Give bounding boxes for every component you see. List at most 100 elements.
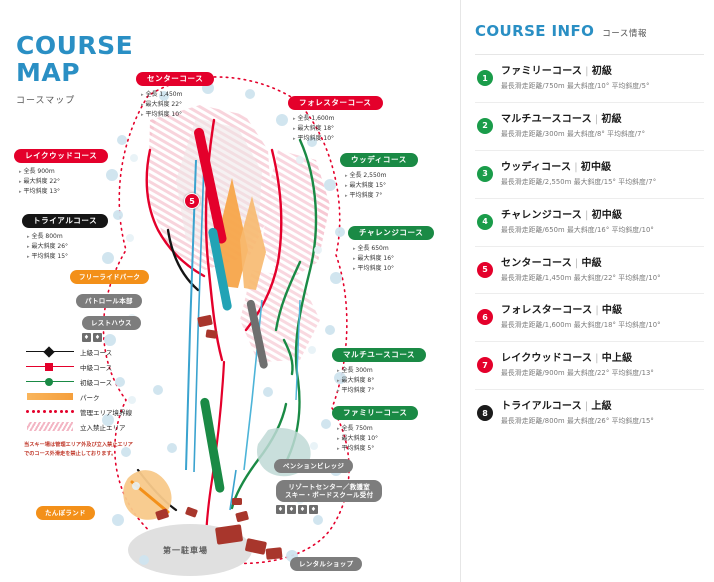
spec-length: 全長 1,450m: [141, 90, 214, 100]
course-list-item[interactable]: 5 センターコース|中級 最長滑走距離/1,450m 最大斜度/22° 平均斜度…: [475, 247, 704, 295]
facility-rest-house[interactable]: レストハウス ♦ ♦: [82, 310, 141, 343]
course-title-separator: |: [594, 113, 599, 125]
facility-patrol-hq-label: パトロール本部: [76, 294, 142, 309]
legend-label-beginner: 初級コース: [80, 378, 113, 387]
spec-length: 全長 800m: [27, 232, 108, 242]
legend-item-no-entry: 立入禁止エリア: [24, 419, 134, 434]
legend-symbol-red-square-icon: [24, 362, 76, 371]
legend-symbol-dotted-line-icon: [24, 410, 76, 413]
course-title-row: ウッディコース|初中級: [501, 161, 702, 175]
legend-symbol-green-circle-icon: [24, 377, 76, 386]
map-callout-trial-course-label: トライアルコース: [22, 214, 109, 228]
legend-item-intermediate: 中級コース: [24, 359, 134, 374]
map-panel: COURSE MAP コースマップ センターコース 全長 1,450m 最大斜度…: [0, 0, 460, 582]
map-title-en-line2: MAP: [16, 58, 81, 87]
legend-symbol-hatch-icon: [24, 422, 76, 431]
spec-max-slope: 最大斜度 18°: [293, 124, 383, 134]
facility-pension-village-label: ペンションビレッジ: [274, 459, 354, 474]
spec-max-slope: 最大斜度 22°: [19, 177, 108, 187]
facility-tanpo-land[interactable]: たんぽランド: [36, 500, 95, 521]
map-callout-challenge-course-label: チャレンジコース: [348, 226, 435, 240]
course-info-panel: COURSE INFO コース情報 1 ファミリーコース|初級 最長滑走距離/7…: [460, 0, 714, 582]
course-spec: 最長滑走距離/900m 最大斜度/22° 平均斜度/13°: [501, 369, 654, 378]
course-title-row: ファミリーコース|初級: [501, 65, 702, 79]
spec-max-slope: 最大斜度 16°: [353, 254, 434, 264]
course-title-separator: |: [574, 257, 579, 269]
course-spec: 最長滑走距離/300m 最大斜度/8° 平均斜度/7°: [501, 129, 646, 138]
course-title-separator: |: [585, 209, 589, 221]
facility-freeride-park[interactable]: フリーライドパーク: [70, 264, 150, 285]
legend-label-intermediate: 中級コース: [80, 363, 113, 372]
course-body: フォレスターコース|中級 最長滑走距離/1,600m 最大斜度/18° 平均斜度…: [501, 304, 702, 332]
course-level: 初級: [601, 113, 622, 125]
course-list-item[interactable]: 4 チャレンジコース|初中級 最長滑走距離/650m 最大斜度/16° 平均斜度…: [475, 199, 704, 247]
course-level: 初級: [591, 66, 613, 77]
course-spec: 最長滑走距離/800m 最大斜度/26° 平均斜度/15°: [501, 417, 654, 426]
map-callout-trial-course[interactable]: トライアルコース 全長 800m 最大斜度 26° 平均斜度 15°: [22, 208, 109, 261]
map-callout-woody-course[interactable]: ウッディコース 全長 2,550m 最大斜度 15° 平均斜度 7°: [340, 147, 418, 200]
facility-rental-shop[interactable]: レンタルショップ: [290, 551, 363, 572]
map-callout-multiuse-course[interactable]: マルチユースコース 全長 300m 最大斜度 8° 平均斜度 7°: [332, 342, 427, 395]
course-number-badge: 4: [477, 213, 493, 230]
course-list-item[interactable]: 8 トライアルコース|上級 最長滑走距離/800m 最大斜度/26° 平均斜度/…: [475, 390, 704, 437]
facility-tanpo-land-label: たんぽランド: [36, 506, 95, 521]
legend-label-advanced: 上級コース: [80, 348, 113, 357]
map-callout-challenge-course[interactable]: チャレンジコース 全長 650m 最大斜度 16° 平均斜度 10°: [348, 220, 435, 273]
course-name: フォレスターコース: [501, 305, 593, 317]
spec-length: 全長 900m: [19, 167, 108, 177]
map-callout-family-course[interactable]: ファミリーコース 全長 750m 最大斜度 10° 平均斜度 5°: [332, 400, 419, 453]
course-list-item[interactable]: 3 ウッディコース|初中級 最長滑走距離/2,550m 最大斜度/15° 平均斜…: [475, 151, 704, 199]
map-callout-center-course[interactable]: センターコース 全長 1,450m 最大斜度 22° 平均斜度 10°: [136, 66, 215, 119]
map-marker-course-5[interactable]: 5: [184, 193, 200, 209]
spec-length: 全長 750m: [337, 424, 418, 434]
legend-symbol-orange-swatch-icon: [24, 393, 76, 400]
map-callout-lakewood-course-specs: 全長 900m 最大斜度 22° 平均斜度 13°: [14, 167, 108, 196]
course-list-item[interactable]: 6 フォレスターコース|中級 最長滑走距離/1,600m 最大斜度/18° 平均…: [475, 294, 704, 343]
course-body: マルチユースコース|初級 最長滑走距離/300m 最大斜度/8° 平均斜度/7°: [501, 113, 702, 141]
course-list-item[interactable]: 7 レイクウッドコース|中上級 最長滑走距離/900m 最大斜度/22° 平均斜…: [475, 342, 704, 391]
course-title-row: フォレスターコース|中級: [501, 304, 702, 318]
course-title-separator: |: [595, 305, 599, 317]
course-title-row: レイクウッドコース|中上級: [501, 352, 702, 366]
restaurant-icon: ♦: [93, 333, 102, 343]
course-spec: 最長滑走距離/750m 最大斜度/10° 平均斜度/5°: [501, 82, 650, 90]
course-name: レイクウッドコース: [501, 353, 593, 365]
course-name: センターコース: [501, 257, 572, 269]
course-level: 上級: [591, 401, 612, 413]
course-number-badge: 7: [477, 357, 493, 374]
map-callout-lakewood-course[interactable]: レイクウッドコース 全長 900m 最大斜度 22° 平均斜度 13°: [14, 143, 109, 196]
legend-label-park: パーク: [80, 393, 100, 402]
facility-resort-center-icons: ♦ ♦ ♦ ♦: [276, 505, 382, 515]
ski-school-icon: ♦: [298, 505, 307, 515]
facility-pension-village[interactable]: ペンションビレッジ: [274, 453, 354, 474]
spec-max-slope: 最大斜度 26°: [27, 242, 108, 252]
facility-resort-center[interactable]: リゾートセンター／救護室 スキー・ボードスクール受付 ♦ ♦ ♦ ♦: [276, 480, 383, 515]
facility-rental-shop-label: レンタルショップ: [290, 557, 363, 572]
map-callout-multiuse-course-specs: 全長 300m 最大斜度 8° 平均斜度 7°: [332, 366, 426, 395]
map-callout-forester-course-label: フォレスターコース: [288, 96, 383, 110]
course-body: レイクウッドコース|中上級 最長滑走距離/900m 最大斜度/22° 平均斜度/…: [501, 352, 702, 380]
spec-length: 全長 1,600m: [293, 114, 383, 124]
facility-freeride-park-label: フリーライドパーク: [70, 270, 150, 285]
spec-avg-slope: 平均斜度 15°: [27, 252, 108, 262]
course-list-item[interactable]: 1 ファミリーコース|初級 最長滑走距離/750m 最大斜度/10° 平均斜度/…: [475, 55, 704, 103]
course-name: トライアルコース: [501, 401, 582, 413]
course-level: 初中級: [580, 161, 612, 173]
facility-resort-center-label: リゾートセンター／救護室 スキー・ボードスクール受付: [276, 480, 383, 503]
course-title-row: センターコース|中級: [501, 257, 702, 271]
spec-avg-slope: 平均斜度 10°: [293, 134, 383, 144]
course-info-header: COURSE INFO コース情報: [475, 0, 704, 55]
map-callout-trial-course-specs: 全長 800m 最大斜度 26° 平均斜度 15°: [22, 232, 108, 261]
course-spec: 最長滑走距離/2,550m 最大斜度/15° 平均斜度/7°: [501, 177, 657, 186]
course-level: 初中級: [591, 209, 623, 221]
map-callout-woody-course-label: ウッディコース: [340, 153, 418, 167]
map-callout-challenge-course-specs: 全長 650m 最大斜度 16° 平均斜度 10°: [348, 244, 434, 273]
course-title-separator: |: [574, 161, 578, 173]
map-callout-forester-course[interactable]: フォレスターコース 全長 1,600m 最大斜度 18° 平均斜度 10°: [288, 90, 383, 143]
facility-patrol-hq[interactable]: パトロール本部: [76, 288, 142, 309]
course-list-item[interactable]: 2 マルチユースコース|初級 最長滑走距離/300m 最大斜度/8° 平均斜度/…: [475, 103, 704, 151]
legend-label-boundary: 管理エリア境界線: [80, 408, 132, 417]
map-callout-family-course-specs: 全長 750m 最大斜度 10° 平均斜度 5°: [332, 424, 418, 453]
course-title-row: トライアルコース|上級: [501, 400, 702, 414]
